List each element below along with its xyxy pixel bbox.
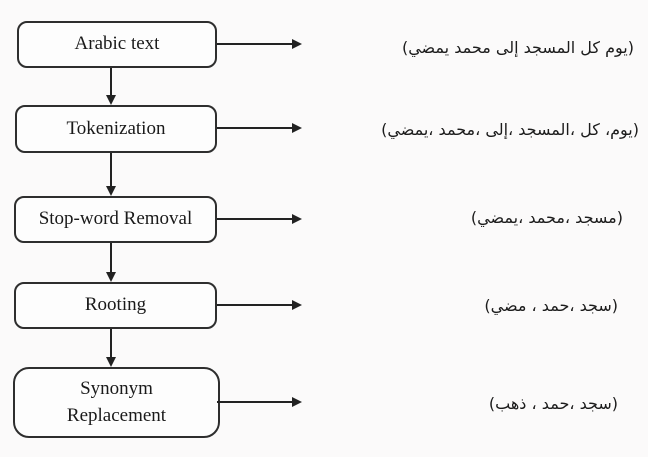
right-arrow <box>217 123 302 133</box>
arabic-output-synonyms: (ذهب ، حمد، سجد) <box>488 394 618 413</box>
step-box-arabic-text: Arabic text <box>17 21 217 68</box>
down-arrow <box>106 329 116 367</box>
right-arrow <box>217 214 302 224</box>
arabic-output-sentence: (يمضي محمد إلى المسجد كل يوم) <box>401 38 634 57</box>
down-arrow <box>106 243 116 282</box>
step-box-rooting: Rooting <box>14 282 217 329</box>
right-arrow <box>217 39 302 49</box>
arabic-output-roots: (مضي ، حمد، سجد) <box>484 296 618 315</box>
step-label: Tokenization <box>66 117 166 139</box>
step-label: Rooting <box>84 294 147 316</box>
step-box-stop-word-removal: Stop-word Removal <box>14 196 217 243</box>
arabic-output-tokens: (يمضي، محمد، إلى، المسجد، كل ،يوم) <box>381 120 639 139</box>
step-label: Stop-word Removal <box>38 208 193 230</box>
down-arrow <box>106 153 116 196</box>
right-arrow <box>217 300 302 310</box>
step-label: Synonym Replacement <box>66 377 167 426</box>
right-arrow <box>217 397 302 407</box>
step-box-synonym-replacement: Synonym Replacement <box>13 367 220 438</box>
step-label: Arabic text <box>74 33 160 55</box>
down-arrow <box>106 68 116 105</box>
arabic-output-filtered: (يمضي، محمد، مسجد) <box>470 208 623 227</box>
step-box-tokenization: Tokenization <box>15 105 217 153</box>
